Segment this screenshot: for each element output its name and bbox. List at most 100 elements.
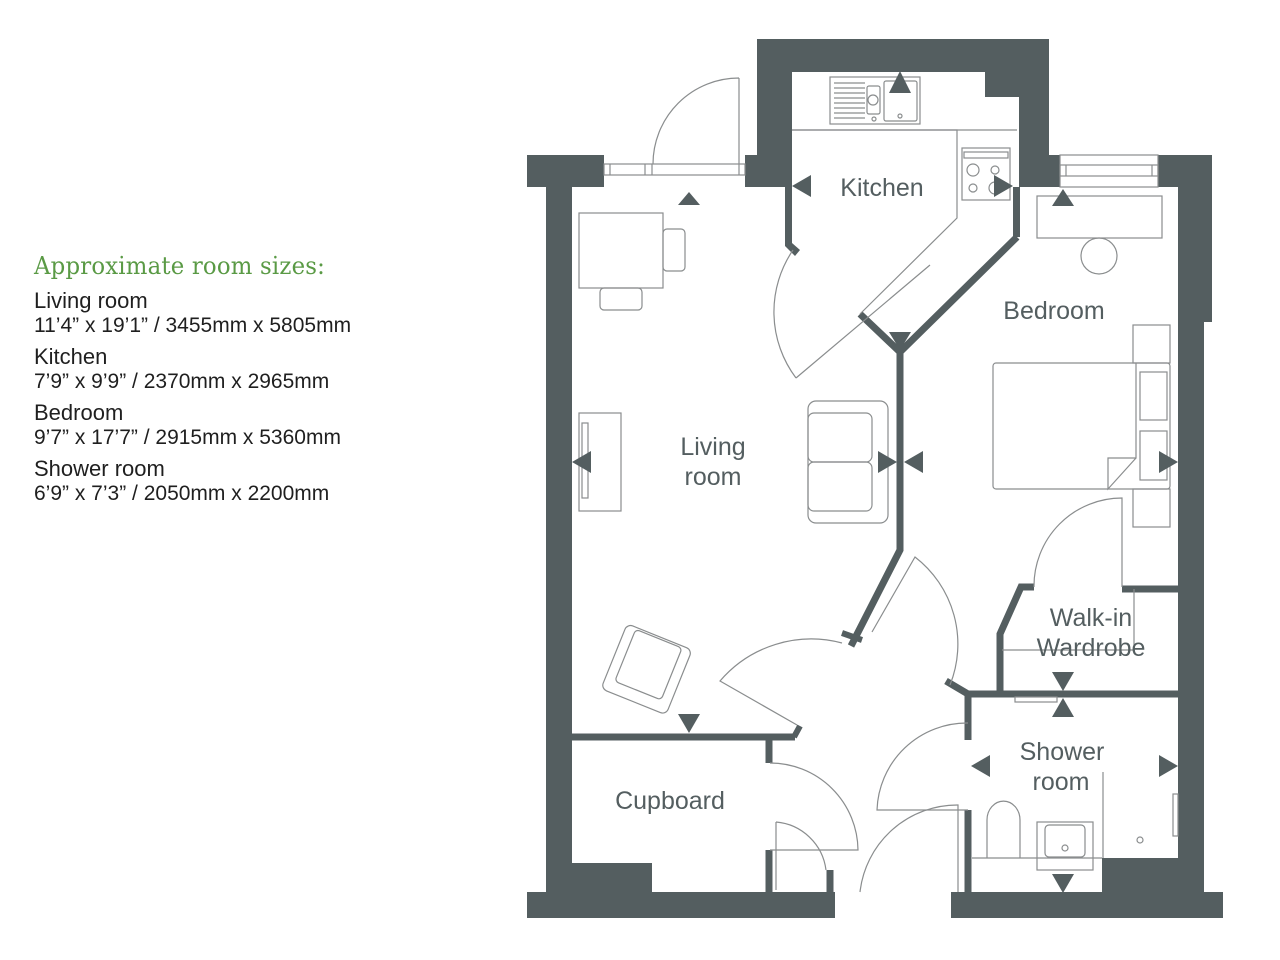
sofa-cushion [807,412,873,463]
room-size: 9’7” x 17’7” / 2915mm x 5360mm [34,426,341,449]
bed [992,362,1171,490]
arrow-up-icon [889,71,911,93]
hob-ring [968,183,978,193]
dimension-arrows [572,71,1178,893]
label-living-line1: Living [680,433,745,461]
sink-unit [829,76,921,125]
dining-chair [599,287,643,311]
hob-controls [963,151,1009,159]
duvet-fold [1107,363,1137,491]
dining-chair [662,228,686,272]
wall-bottom-left [527,892,835,918]
partitions [572,234,1180,895]
door-kitchen [773,249,931,379]
pillow [1139,430,1168,481]
label-cupboard: Cupboard [615,787,725,815]
doors [652,77,1123,893]
label-wardrobe-line1: Walk-in [1050,604,1132,632]
door-entrance [859,804,959,893]
wall-kitchen-outer [745,39,1070,187]
wall-kitchen-left [785,187,800,256]
towel-rail [1014,696,1058,703]
hob-ring [990,165,1000,175]
stool [1080,237,1118,275]
tap-icon [871,116,877,122]
wall-wardrobe-left [996,583,1034,694]
room-size: 7’9” x 9’9” / 2370mm x 2965mm [34,370,330,393]
door-shower [876,722,969,811]
label-living-line2: room [685,463,742,491]
basin [1044,824,1086,858]
arrow-up-icon [1052,189,1074,206]
label-bedroom: Bedroom [1003,297,1104,325]
wall-living-bedroom [847,352,904,648]
wall-bottom-right [951,892,1223,918]
kitchen-counter [792,129,958,315]
shower-rail [1172,793,1179,837]
arrow-left-icon [904,451,923,473]
room-size: 6’9” x 7’3” / 2050mm x 2200mm [34,482,330,505]
bedside-table [1132,324,1171,364]
label-shower-line2: room [1033,768,1090,796]
legend-entry-living-room: Living room 11’4” x 19’1” / 3455mm x 580… [34,288,474,338]
arrow-left-icon [971,755,990,777]
arrow-down-icon [1052,874,1074,893]
label-shower-line1: Shower [1020,738,1105,766]
arrow-left-icon [792,175,811,197]
bedside-table [1132,488,1171,528]
arrow-up-icon [678,192,700,205]
door-balcony [652,77,740,165]
legend-entry-shower-room: Shower room 6’9” x 7’3” / 2050mm x 2200m… [34,456,474,506]
walls [527,39,1223,918]
wall-right [1158,155,1212,918]
sink-drain [867,94,879,106]
hob-ring [966,163,980,177]
dining-table [578,212,664,289]
arrow-down-icon [889,332,911,350]
armchair [602,624,691,714]
room-name: Kitchen [34,344,108,369]
wall-left [546,155,572,918]
wall-bottom-left-pier [572,863,652,893]
windows [603,154,1159,188]
door-wardrobe [1033,497,1123,588]
basin-unit [1036,821,1094,871]
basin-drain [1061,844,1069,852]
room-labels: Kitchen Living room Bedroom Walk-in Ward… [615,174,1145,815]
room-sizes-legend: Approximate room sizes: Living room 11’4… [34,252,474,512]
label-wardrobe-line2: Wardrobe [1037,634,1146,662]
legend-title: Approximate room sizes: [34,252,326,280]
door-cupboard-small [775,821,827,890]
tap-icon [897,113,903,119]
fixtures [578,76,1179,871]
sink-small-bowl [866,85,881,115]
room-size: 11’4” x 19’1” / 3455mm x 5805mm [34,314,352,337]
arrow-right-icon [1159,755,1178,777]
wall-cupboard-corner [791,724,803,739]
arrow-up-icon [1052,698,1074,717]
arrow-right-icon [878,451,897,473]
wall-shower-pier [1102,858,1178,894]
arrow-down-icon [1052,672,1074,691]
window-bedroom [1059,154,1159,188]
hob [961,147,1011,201]
room-name: Bedroom [34,400,124,425]
wall-kitchen-right [1013,187,1020,237]
window-pane [1059,164,1159,177]
arrow-right-icon [994,175,1013,197]
door-stop [841,630,863,643]
wall-bedroom-kitchen [857,234,1020,357]
door-living [719,638,843,726]
legend-entry-kitchen: Kitchen 7’9” x 9’9” / 2370mm x 2965mm [34,344,474,394]
arrow-right-icon [1159,451,1178,473]
door-living-hall [871,556,959,686]
room-name: Living room [34,288,148,313]
window-living [603,163,746,176]
sofa-cushion [807,461,873,512]
door-cupboard [769,762,859,851]
drainer [834,82,865,119]
room-name: Shower room [34,456,165,481]
arrow-down-icon [678,714,700,733]
legend-entry-bedroom: Bedroom 9’7” x 17’7” / 2915mm x 5360mm [34,400,474,450]
